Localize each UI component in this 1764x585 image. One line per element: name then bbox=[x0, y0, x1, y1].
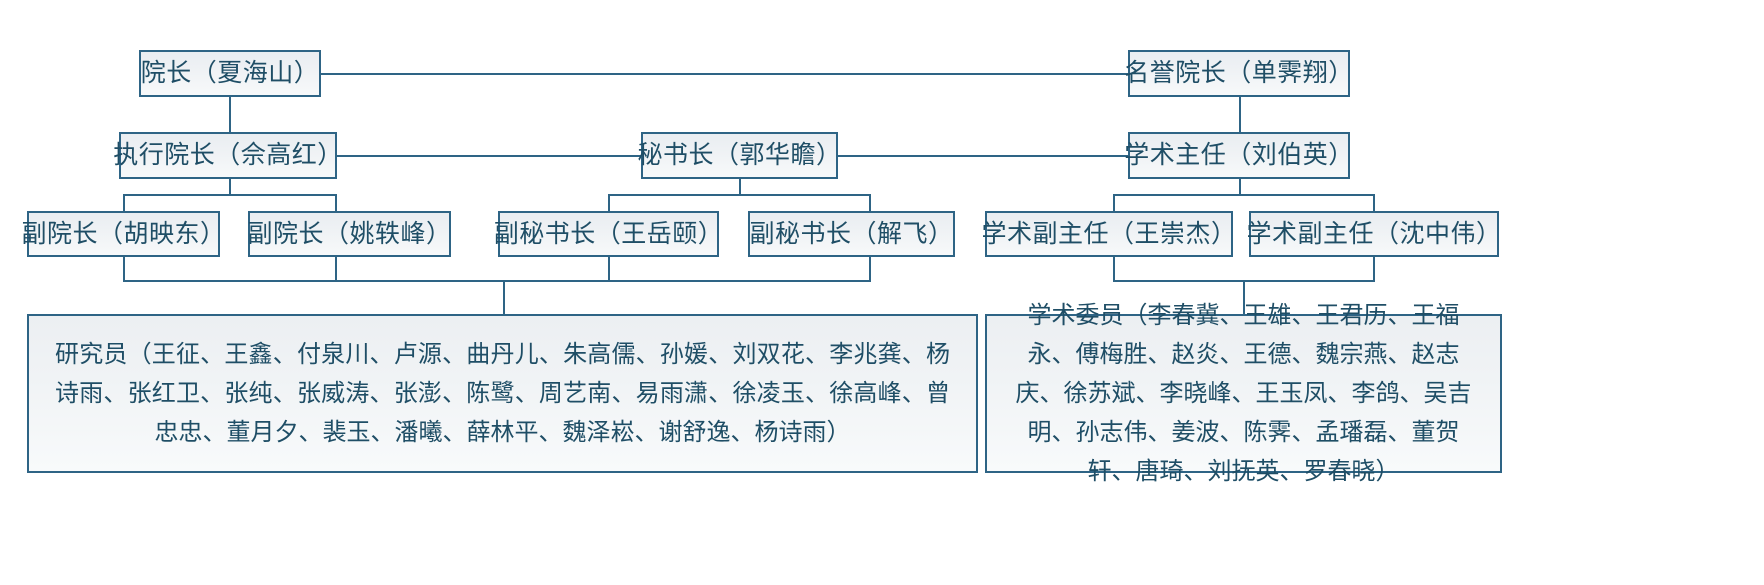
node-vice-dean-1[interactable]: 副院长（胡映东） bbox=[22, 211, 225, 257]
node-deputy-secretary-2-label: 副秘书长（解飞） bbox=[749, 218, 954, 248]
connector-executive-dean-down bbox=[229, 178, 231, 195]
panel-academic-committee-text: 学术委员（李春冀、王雄、王君历、王福永、傅梅胜、赵炎、王德、魏宗燕、赵志庆、徐苏… bbox=[1015, 301, 1472, 485]
panel-academic-committee[interactable]: 学术委员（李春冀、王雄、王君历、王福永、傅梅胜、赵炎、王德、魏宗燕、赵志庆、徐苏… bbox=[985, 301, 1502, 485]
connector-researchers-bus-left bbox=[123, 280, 503, 282]
node-academic-vice-director-1-label: 学术副主任（王崇杰） bbox=[981, 218, 1237, 248]
connector-deputy-secretary-2-bottom bbox=[869, 256, 871, 281]
node-vice-dean-2[interactable]: 副院长（姚轶峰） bbox=[248, 211, 451, 257]
connector-deputy-secretary-1-down bbox=[608, 194, 610, 214]
connector-academic-vice-director-1-down bbox=[1113, 194, 1115, 214]
panel-researchers[interactable]: 研究员（王征、王鑫、付泉川、卢源、曲丹儿、朱高儒、孙媛、刘双花、李兆龚、杨诗雨、… bbox=[27, 314, 978, 473]
node-honorary-dean-label: 名誉院长（单霁翔） bbox=[1124, 58, 1354, 88]
node-honorary-dean[interactable]: 名誉院长（单霁翔） bbox=[1124, 50, 1353, 97]
node-executive-dean-label: 执行院长（佘高红） bbox=[113, 140, 343, 170]
node-deputy-secretary-1[interactable]: 副秘书长（王岳颐） bbox=[494, 211, 723, 257]
node-academic-director-label: 学术主任（刘伯英） bbox=[1124, 140, 1354, 170]
connector-researchers-bus-right bbox=[503, 280, 871, 282]
connector-academic-committee-drop bbox=[1243, 280, 1245, 315]
node-secretary-general[interactable]: 秘书长（郭华瞻） bbox=[638, 132, 841, 179]
connector-secretary-general-to-academic-director bbox=[837, 155, 1129, 157]
connector-deputy-secretary-2-down bbox=[869, 194, 871, 214]
connector-deputy-secretary-bus bbox=[608, 194, 871, 196]
connector-vice-dean-2-down bbox=[335, 194, 337, 214]
connector-vice-dean-1-bottom bbox=[123, 256, 125, 281]
node-academic-vice-director-1[interactable]: 学术副主任（王崇杰） bbox=[982, 211, 1236, 257]
connector-dean-to-honorary-dean bbox=[321, 73, 1129, 75]
connector-secretary-general-down bbox=[739, 178, 741, 195]
connector-vice-dean-1-down bbox=[123, 194, 125, 214]
connector-academic-director-down bbox=[1239, 178, 1241, 195]
node-vice-dean-1-label: 副院长（胡映东） bbox=[21, 218, 226, 248]
node-secretary-general-label: 秘书长（郭华瞻） bbox=[637, 140, 842, 170]
connector-vice-dean-2-bottom bbox=[335, 256, 337, 281]
node-academic-director[interactable]: 学术主任（刘伯英） bbox=[1124, 132, 1353, 179]
node-executive-dean[interactable]: 执行院长（佘高红） bbox=[113, 132, 342, 179]
connector-vice-dean-bus bbox=[123, 194, 336, 196]
connector-academic-vice-director-2-bottom bbox=[1373, 256, 1375, 281]
node-deputy-secretary-1-label: 副秘书长（王岳颐） bbox=[493, 218, 724, 248]
node-academic-vice-director-2-label: 学术副主任（沈中伟） bbox=[1246, 218, 1502, 248]
connector-honorary-dean-to-academic-director bbox=[1239, 96, 1241, 134]
connector-researchers-drop bbox=[503, 280, 505, 315]
node-dean-label: 院长（夏海山） bbox=[140, 58, 320, 88]
node-vice-dean-2-label: 副院长（姚轶峰） bbox=[247, 218, 452, 248]
connector-academic-vice-director-2-down bbox=[1373, 194, 1375, 214]
node-academic-vice-director-2[interactable]: 学术副主任（沈中伟） bbox=[1246, 211, 1502, 257]
panel-researchers-text: 研究员（王征、王鑫、付泉川、卢源、曲丹儿、朱高儒、孙媛、刘双花、李兆龚、杨诗雨、… bbox=[55, 340, 950, 446]
connector-dean-to-executive-dean bbox=[229, 96, 231, 134]
connector-executive-dean-to-secretary-general bbox=[337, 155, 642, 157]
node-dean[interactable]: 院长（夏海山） bbox=[139, 50, 321, 97]
connector-academic-vice-director-1-bottom bbox=[1113, 256, 1115, 281]
node-deputy-secretary-2[interactable]: 副秘书长（解飞） bbox=[748, 211, 955, 257]
connector-academic-vice-director-bus bbox=[1113, 194, 1375, 196]
connector-deputy-secretary-1-bottom bbox=[608, 256, 610, 281]
